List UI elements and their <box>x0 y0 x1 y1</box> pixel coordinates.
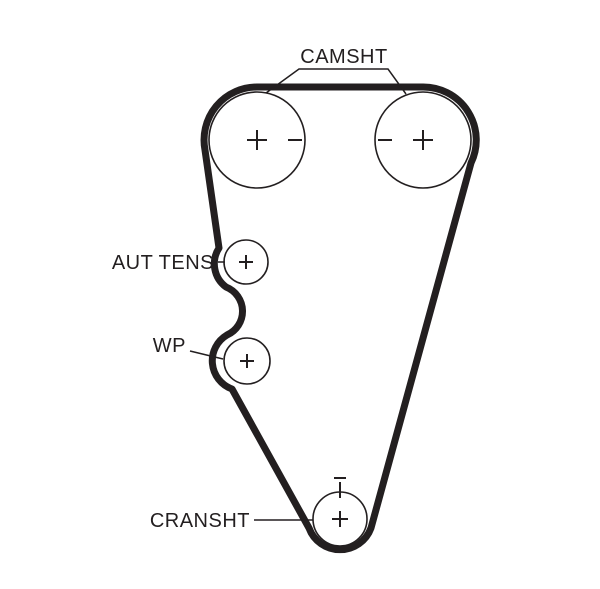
crankshaft-marks <box>332 477 348 527</box>
cam-right-marks <box>378 130 433 150</box>
camshaft-leader-bracket <box>265 68 407 95</box>
cam-pulley-right <box>374 91 472 189</box>
water-pump-leader-line <box>189 350 224 360</box>
water-pump-marks <box>240 354 254 368</box>
water-pump-pulley <box>223 337 271 385</box>
cam-pulley-left <box>208 91 306 189</box>
camshaft-label: CAMSHT <box>300 46 387 68</box>
crankshaft-label: CRANSHT <box>150 510 250 532</box>
cam-left-marks <box>247 130 302 150</box>
water-pump-label: WP <box>153 335 186 357</box>
tensioner-label: AUT TENS <box>112 252 214 274</box>
tensioner-marks <box>239 255 253 269</box>
timing-belt <box>200 83 480 554</box>
